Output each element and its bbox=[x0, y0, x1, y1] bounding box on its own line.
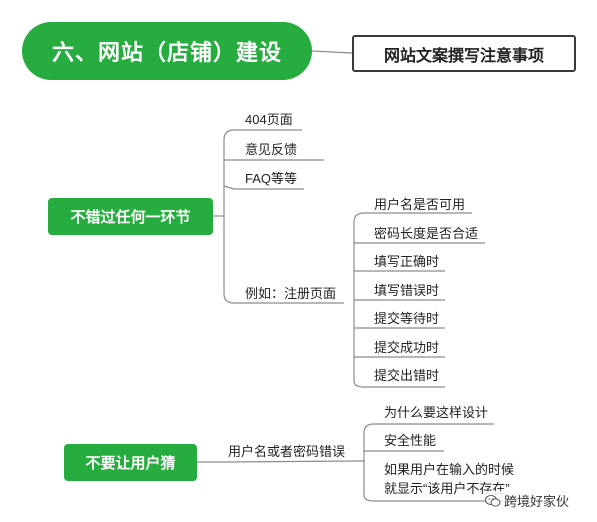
topic-dont-miss: 不错过任何一环节 bbox=[48, 198, 213, 235]
node-if-input: 如果用户在输入的时候 bbox=[384, 462, 515, 477]
node-fill-correct: 填写正确时 bbox=[374, 254, 440, 269]
connector bbox=[223, 185, 304, 190]
node-submit-error: 提交出错时 bbox=[374, 368, 440, 383]
node-404: 404页面 bbox=[245, 112, 293, 127]
node-why-design: 为什么要这样设计 bbox=[384, 405, 489, 420]
topic-label: 不错过任何一环节 bbox=[70, 209, 191, 226]
node-password-length: 密码长度是否合适 bbox=[374, 226, 479, 241]
wechat-icon bbox=[485, 494, 501, 507]
node-fill-wrong: 填写错误时 bbox=[374, 283, 440, 298]
connector bbox=[353, 212, 472, 223]
main-topic-label: 六、网站（店铺）建设 bbox=[51, 40, 282, 65]
node-show-not-exist: 就显示“该用户不存在” bbox=[384, 481, 510, 496]
connector bbox=[223, 129, 302, 141]
header-connector bbox=[311, 50, 353, 54]
watermark: 跨境好家伙 bbox=[485, 491, 570, 510]
connector bbox=[197, 460, 364, 463]
topic-label: 不要让用户猜 bbox=[85, 455, 176, 472]
node-security: 安全性能 bbox=[384, 433, 437, 448]
watermark-label: 跨境好家伙 bbox=[504, 494, 570, 509]
subtopic-box: 网站文案撰写注意事项 bbox=[352, 35, 576, 72]
node-feedback: 意见反馈 bbox=[245, 142, 298, 157]
connector bbox=[363, 494, 520, 502]
subtopic-label: 网站文案撰写注意事项 bbox=[383, 47, 544, 65]
connector bbox=[363, 423, 494, 434]
main-topic: 六、网站（店铺）建设 bbox=[22, 22, 312, 80]
connector bbox=[223, 293, 344, 304]
node-example: 例如：注册页面 bbox=[245, 286, 337, 301]
node-login-error: 用户名或者密码错误 bbox=[228, 444, 346, 459]
node-submit-success: 提交成功时 bbox=[374, 340, 440, 355]
node-username-available: 用户名是否可用 bbox=[374, 197, 466, 212]
node-submit-waiting: 提交等待时 bbox=[374, 311, 440, 326]
connector bbox=[353, 380, 445, 388]
topic-dont-guess: 不要让用户猜 bbox=[64, 444, 197, 481]
node-faq: FAQ等等 bbox=[245, 171, 298, 186]
